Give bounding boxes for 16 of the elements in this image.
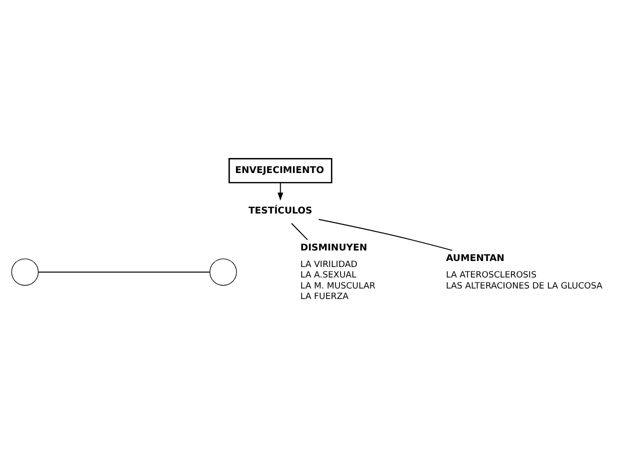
connector [291, 222, 308, 240]
node-text: TESTÍCULOS [248, 205, 312, 216]
node-text: AUMENTAN [446, 252, 504, 264]
node-circle [11, 258, 39, 286]
node-label: LA ATEROSCLEROSIS [446, 270, 536, 281]
node-label: LA M. MUSCULAR [300, 281, 376, 292]
node-text: DISMINUYEN [300, 242, 368, 254]
node-label: LAS ALTERACIONES DE LA GLUCOSA [446, 281, 602, 292]
node-label: LA VIRILIDAD [300, 260, 358, 270]
connector [318, 218, 453, 251]
node-label: LA A.SEXUAL [300, 270, 356, 281]
node-label: LA FUERZA [300, 292, 349, 302]
arrow [278, 182, 284, 201]
connector [38, 272, 210, 273]
node-box: ENVEJECIMIENTO [228, 158, 332, 184]
node-circle [210, 258, 237, 286]
